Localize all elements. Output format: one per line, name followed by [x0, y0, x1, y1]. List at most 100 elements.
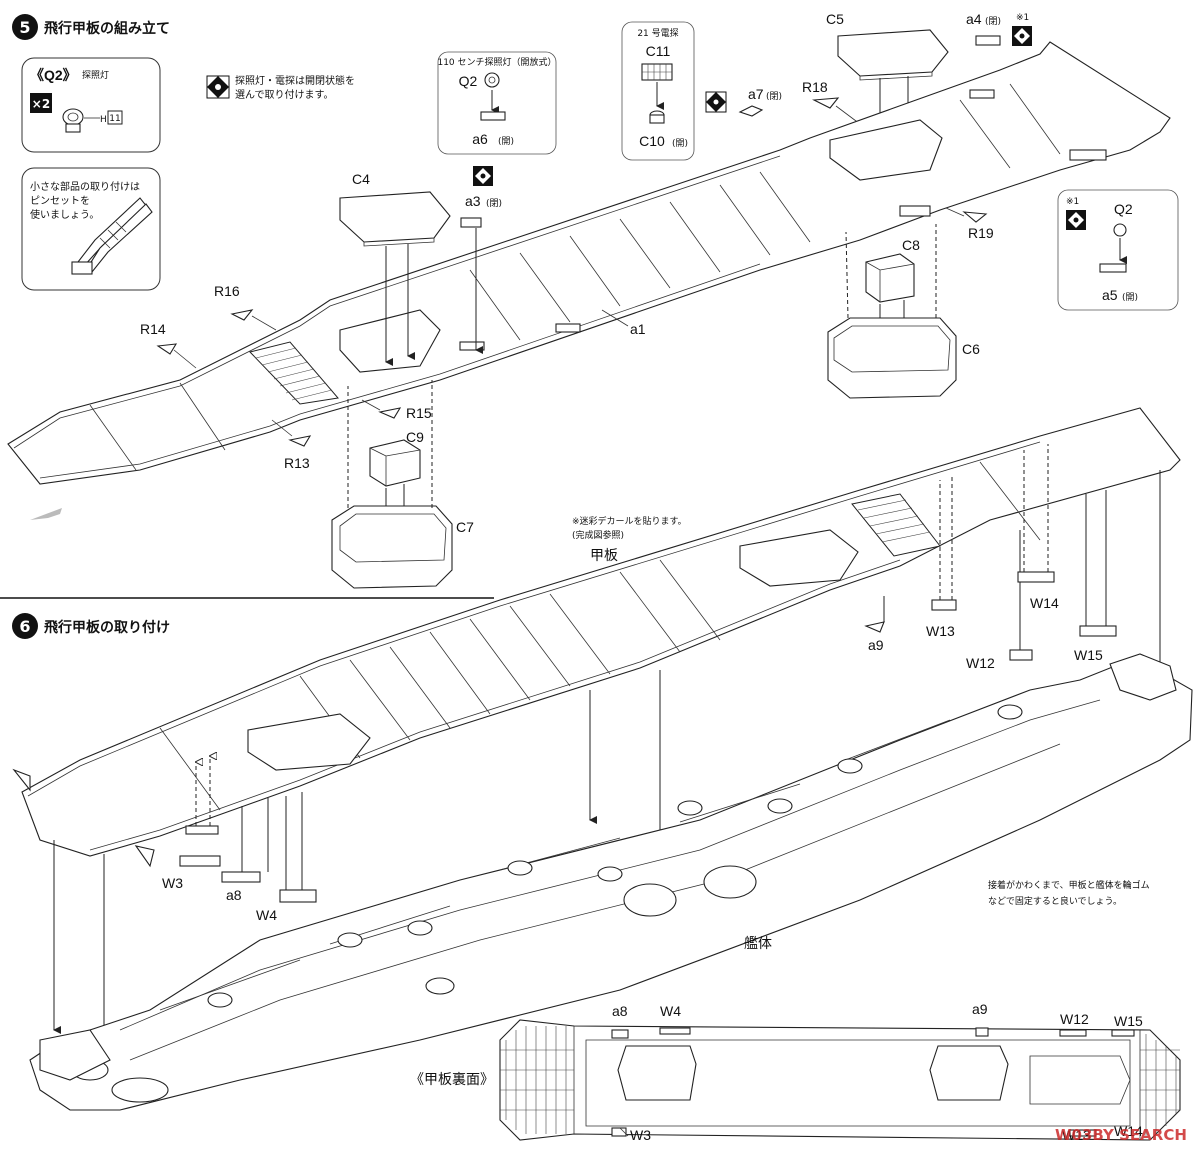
- underside-label-W15: W15: [1114, 1013, 1143, 1029]
- step-5-header: 5 飛行甲板の組み立て: [12, 14, 170, 40]
- rubber-band-line2: などで固定すると良いでしょう。: [988, 895, 1122, 907]
- part-a3-shape: [460, 217, 482, 228]
- radar-caption: 21 号電探: [637, 27, 678, 39]
- part-R14-shape: [156, 343, 178, 355]
- label-R19: R19: [968, 225, 994, 241]
- label-C10-open: (開): [672, 138, 688, 149]
- camo-note-line2: (完成図参照): [572, 529, 624, 541]
- a3-option-icon: [473, 166, 493, 186]
- label-C11: C11: [646, 43, 671, 59]
- underside-label-a9: a9: [972, 1001, 988, 1017]
- label-a9: a9: [868, 637, 884, 653]
- label-R16: R16: [214, 283, 240, 299]
- part-W13-shape: [931, 599, 957, 611]
- deck6-elevator-aft: [247, 713, 371, 771]
- step-5-title: 飛行甲板の組み立て: [43, 20, 170, 37]
- label-C8: C8: [902, 237, 920, 253]
- label-C9: C9: [406, 429, 424, 445]
- underside-grating-bow: [1140, 1034, 1180, 1136]
- underside-label-W4: W4: [660, 1003, 681, 1019]
- label-a4: a4: [966, 11, 982, 27]
- label-a5: a5: [1102, 287, 1118, 303]
- q2-searchlight-box: 《Q2》 探照灯 ×2 H 11: [21, 57, 161, 153]
- part-R15-shape: [378, 407, 402, 419]
- underside-label-W14: W14: [1114, 1123, 1143, 1139]
- q2-box-subtitle: 探照灯: [82, 69, 109, 81]
- step-5-number: 5: [19, 18, 30, 37]
- searchlight-option-box: 110 センチ探照灯（開放式） Q2 a6 (開): [437, 51, 557, 155]
- q2-box-title: 《Q2》: [30, 67, 77, 83]
- q2-ref-number: 11: [109, 114, 120, 124]
- underside-label-W13: W13: [1062, 1127, 1091, 1143]
- step-6-title: 飛行甲板の取り付け: [43, 619, 170, 636]
- searchlight-caption: 110 センチ探照灯（開放式）: [437, 56, 556, 68]
- tweezers-line3: 使いましょう。: [30, 208, 99, 221]
- label-C4: C4: [352, 171, 370, 187]
- a7-option-icon: [705, 91, 727, 113]
- label-R14: R14: [140, 321, 166, 337]
- selection-note: 探照灯・電探は開閉状態を 選んで取り付けます。: [206, 74, 355, 101]
- label-a7: a7: [748, 86, 764, 102]
- tweezers-tip-box: 小さな部品の取り付けは ピンセットを 使いましょう。: [21, 167, 161, 291]
- hull-boats: [71, 865, 757, 1103]
- part-W14-shape: [1017, 571, 1055, 583]
- part-C8-C6: C8 C6: [827, 224, 980, 399]
- deck-underside: [499, 1019, 1181, 1141]
- rubber-band-line1: 接着がかわくまで、甲板と艦体を輪ゴム: [988, 879, 1150, 891]
- label-R13: R13: [284, 455, 310, 471]
- deck-elevator-aft: [339, 309, 441, 373]
- part-C9-C7: C9 C7: [331, 380, 474, 589]
- a4-option-icon: [1012, 26, 1032, 46]
- flight-deck-step5: [7, 41, 1171, 485]
- deck-grating-aft: [249, 341, 339, 405]
- part-a9-shape: [864, 621, 885, 633]
- part-a6-shape: [480, 111, 506, 121]
- label-note-mark-2: ※1: [1066, 197, 1079, 207]
- selection-note-line2: 選んで取り付けます。: [235, 88, 334, 101]
- deck6-elevator-fwd: [739, 529, 859, 587]
- label-C7: C7: [456, 519, 474, 535]
- label-a6: a6: [472, 131, 488, 147]
- deck-label: 甲板: [590, 548, 618, 564]
- part-W4-shape: [279, 889, 317, 903]
- label-a6-open: (開): [498, 136, 514, 147]
- watermark: W03BY SEARCH: [1055, 1126, 1187, 1144]
- part-R16-shape: [230, 309, 254, 321]
- step-6-number: 6: [19, 617, 30, 636]
- label-note-mark-1: ※1: [1016, 13, 1029, 23]
- selection-note-line1: 探照灯・電探は開閉状態を: [235, 74, 355, 87]
- part-W3-shape: [179, 855, 221, 867]
- label-a5-open: (開): [1122, 292, 1138, 303]
- label-a7-closed: (閉): [766, 91, 782, 102]
- underside-elevator-aft: [617, 1045, 697, 1101]
- label-a8: a8: [226, 887, 242, 903]
- underside-label-a8: a8: [612, 1003, 628, 1019]
- camo-note-line1: ※迷彩デカールを貼ります。: [572, 515, 687, 527]
- direction-arrow: [30, 508, 62, 520]
- deck-elevator-fwd: [829, 119, 943, 181]
- step-6-header: 6 飛行甲板の取り付け: [12, 613, 170, 639]
- hull-label: 艦体: [744, 935, 772, 951]
- tweezers-line1: 小さな部品の取り付けは: [30, 180, 140, 193]
- part-a7-shape: [738, 105, 764, 117]
- label-a3-closed: (閉): [486, 198, 502, 209]
- label-a3: a3: [465, 193, 481, 209]
- part-W12-shape: [1009, 649, 1033, 661]
- part-a8-shape: [221, 871, 261, 883]
- underside-label-W12: W12: [1060, 1011, 1089, 1027]
- part-a5-shape: [1099, 263, 1127, 273]
- underside-elevator-fwd: [929, 1045, 1009, 1101]
- searchlight-icon: [62, 108, 84, 133]
- label-W3: W3: [162, 875, 183, 891]
- underside-label: 《甲板裏面》: [410, 1071, 494, 1087]
- searchlight-part-q2-right: [1113, 223, 1127, 237]
- label-W12: W12: [966, 655, 995, 671]
- searchlight-part-q2: [484, 72, 500, 88]
- part-R13-shape: [288, 435, 312, 447]
- part-R18-shape: [811, 97, 840, 109]
- q2-option-box-right: ※1 Q2 a5 (開): [1057, 189, 1179, 311]
- step6-parts: W3 a8 W4 a9 W13 W12 W14 W15: [53, 444, 1167, 1044]
- label-C6: C6: [962, 341, 980, 357]
